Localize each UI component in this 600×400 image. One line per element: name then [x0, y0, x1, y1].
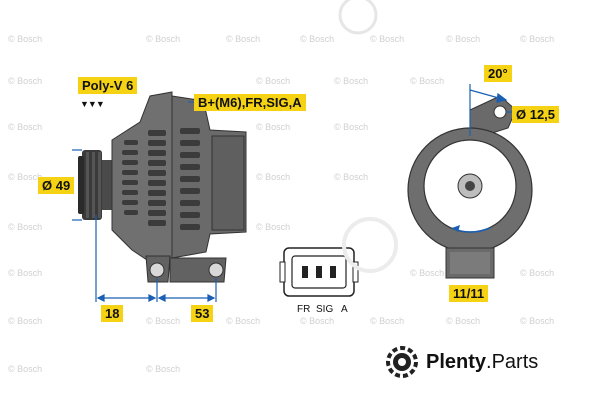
watermark-text: © Bosch: [334, 122, 369, 132]
watermark-text: © Bosch: [146, 316, 181, 326]
pin-label-fr: FR: [297, 304, 311, 315]
hole-diameter-label: Ø 12,5: [512, 106, 560, 123]
belt-profile-icon: ▼▼▼: [80, 99, 105, 109]
watermark-text: © Bosch: [8, 76, 43, 86]
watermark-text: © Bosch: [8, 364, 43, 374]
watermark-logo: [342, 217, 398, 273]
watermark-text: © Bosch: [8, 34, 43, 44]
watermark-text: © Bosch: [410, 76, 445, 86]
watermark-text: © Bosch: [370, 34, 405, 44]
brand-text: Plenty.Parts: [426, 351, 538, 374]
watermark-text: © Bosch: [256, 222, 291, 232]
pin-label-sig: SIG: [316, 304, 334, 315]
watermark-text: © Bosch: [146, 34, 181, 44]
watermark-text: © Bosch: [520, 316, 555, 326]
clock-position-label: 11/11: [449, 285, 489, 302]
pulley: [78, 150, 112, 220]
watermark-text: © Bosch: [8, 222, 43, 232]
pin-label-a: A: [341, 304, 348, 315]
dimension-53-label: 53: [191, 305, 214, 322]
mounting-feet: [145, 255, 227, 283]
brand-name: Plenty: [426, 350, 487, 373]
watermark-text: © Bosch: [370, 316, 405, 326]
watermark-text: © Bosch: [8, 172, 43, 182]
watermark-text: © Bosch: [446, 316, 481, 326]
alternator-side-view: [78, 91, 247, 283]
belt-type-label: Poly-V 6: [78, 77, 138, 94]
watermark-text: © Bosch: [256, 122, 291, 132]
dimension-18-label: 18: [101, 305, 124, 322]
watermark-text: © Bosch: [8, 316, 43, 326]
pulley-diameter-label: Ø 49: [38, 177, 75, 194]
watermark-text: © Bosch: [8, 122, 43, 132]
watermark-text: © Bosch: [446, 34, 481, 44]
watermark-text: © Bosch: [334, 172, 369, 182]
connector: [279, 247, 359, 297]
watermark-text: © Bosch: [334, 76, 369, 86]
gear-icon: [386, 346, 418, 378]
watermark-text: © Bosch: [300, 34, 335, 44]
brand-suffix: .Parts: [486, 350, 539, 373]
watermark-text: © Bosch: [410, 268, 445, 278]
watermark-text: © Bosch: [146, 364, 181, 374]
front-housing: [111, 91, 173, 263]
terminals-label: B+(M6),FR,SIG,A: [194, 94, 306, 111]
dimension-lines: [72, 149, 217, 302]
brand-logo: Plenty.Parts: [384, 342, 538, 382]
watermark-text: © Bosch: [256, 76, 291, 86]
watermark-text: © Bosch: [8, 268, 43, 278]
angle-label: 20°: [484, 65, 512, 82]
watermark-text: © Bosch: [520, 268, 555, 278]
watermark-text: © Bosch: [226, 34, 261, 44]
watermark-text: © Bosch: [226, 316, 261, 326]
watermark-text: © Bosch: [520, 34, 555, 44]
watermark-text: © Bosch: [300, 316, 335, 326]
watermark-logo: [338, 0, 378, 35]
watermark-text: © Bosch: [256, 172, 291, 182]
